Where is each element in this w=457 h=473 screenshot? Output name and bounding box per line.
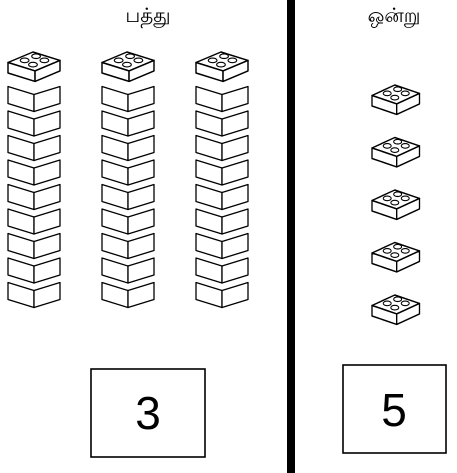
tower-brick	[102, 258, 154, 283]
tens-label: பத்து	[125, 3, 170, 28]
tower-brick	[8, 234, 60, 259]
tower-brick	[102, 160, 154, 185]
tower-brick	[102, 185, 154, 210]
tower-brick	[196, 87, 248, 112]
tens-count-value: 3	[135, 387, 161, 439]
tower-brick	[8, 209, 60, 234]
tower-brick	[8, 87, 60, 112]
one-brick	[372, 243, 420, 272]
tower-brick	[196, 234, 248, 259]
tower-brick	[8, 283, 60, 308]
tens-towers	[8, 52, 248, 308]
one-brick	[372, 190, 420, 219]
ten-tower	[8, 52, 60, 308]
tower-brick	[102, 234, 154, 259]
one-brick	[372, 85, 420, 114]
tower-brick	[8, 136, 60, 161]
tower-brick	[196, 111, 248, 136]
one-brick	[372, 138, 420, 167]
tower-brick	[102, 87, 154, 112]
tower-brick	[196, 185, 248, 210]
ones-bricks	[372, 85, 420, 324]
tower-brick	[196, 258, 248, 283]
tower-brick	[196, 160, 248, 185]
ten-tower	[102, 52, 154, 308]
tower-brick	[102, 209, 154, 234]
tower-brick	[8, 185, 60, 210]
ten-tower	[196, 52, 248, 308]
tower-brick	[8, 111, 60, 136]
tower-brick	[8, 160, 60, 185]
tower-top-brick	[102, 52, 154, 81]
tower-brick	[8, 258, 60, 283]
tower-brick	[196, 209, 248, 234]
ones-label: ஒன்று	[368, 3, 421, 28]
column-divider	[287, 0, 295, 473]
tower-brick	[196, 136, 248, 161]
tower-brick	[102, 283, 154, 308]
ones-count-value: 5	[381, 384, 407, 436]
tower-top-brick	[8, 52, 60, 81]
one-brick	[372, 295, 420, 324]
tower-brick	[102, 111, 154, 136]
tower-brick	[102, 136, 154, 161]
tower-top-brick	[196, 52, 248, 81]
tower-brick	[196, 283, 248, 308]
